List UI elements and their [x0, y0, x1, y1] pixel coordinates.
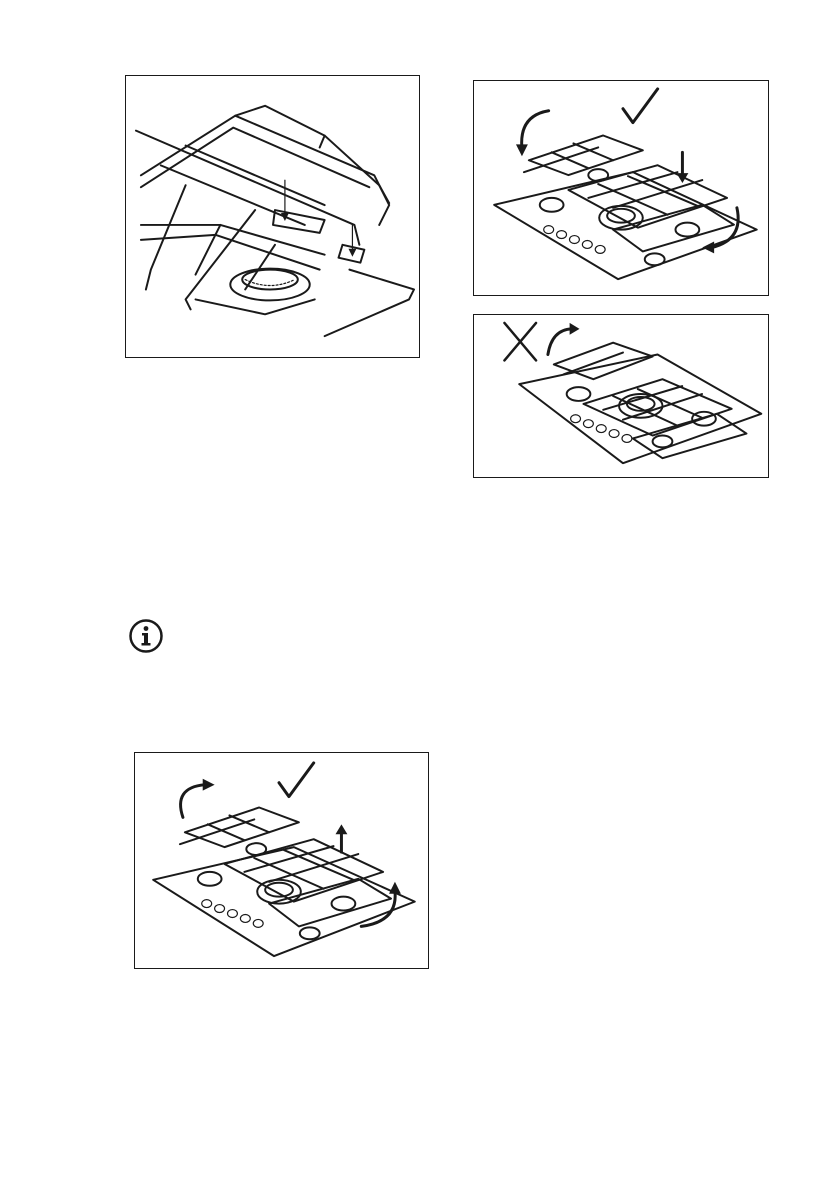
checkmark-icon	[623, 89, 658, 123]
checkmark-icon	[279, 763, 314, 797]
pan-support-detail-figure	[125, 75, 420, 358]
cross-icon	[504, 323, 536, 361]
correct-placement-down-illustration	[474, 81, 768, 295]
info-icon	[128, 618, 164, 654]
pan-support-detail-illustration	[126, 76, 419, 357]
correct-placement-up-illustration	[135, 753, 428, 968]
correct-placement-down-figure	[473, 80, 769, 296]
correct-placement-up-figure	[134, 752, 429, 969]
wrong-placement-figure	[473, 314, 769, 478]
wrong-placement-illustration	[474, 315, 768, 477]
